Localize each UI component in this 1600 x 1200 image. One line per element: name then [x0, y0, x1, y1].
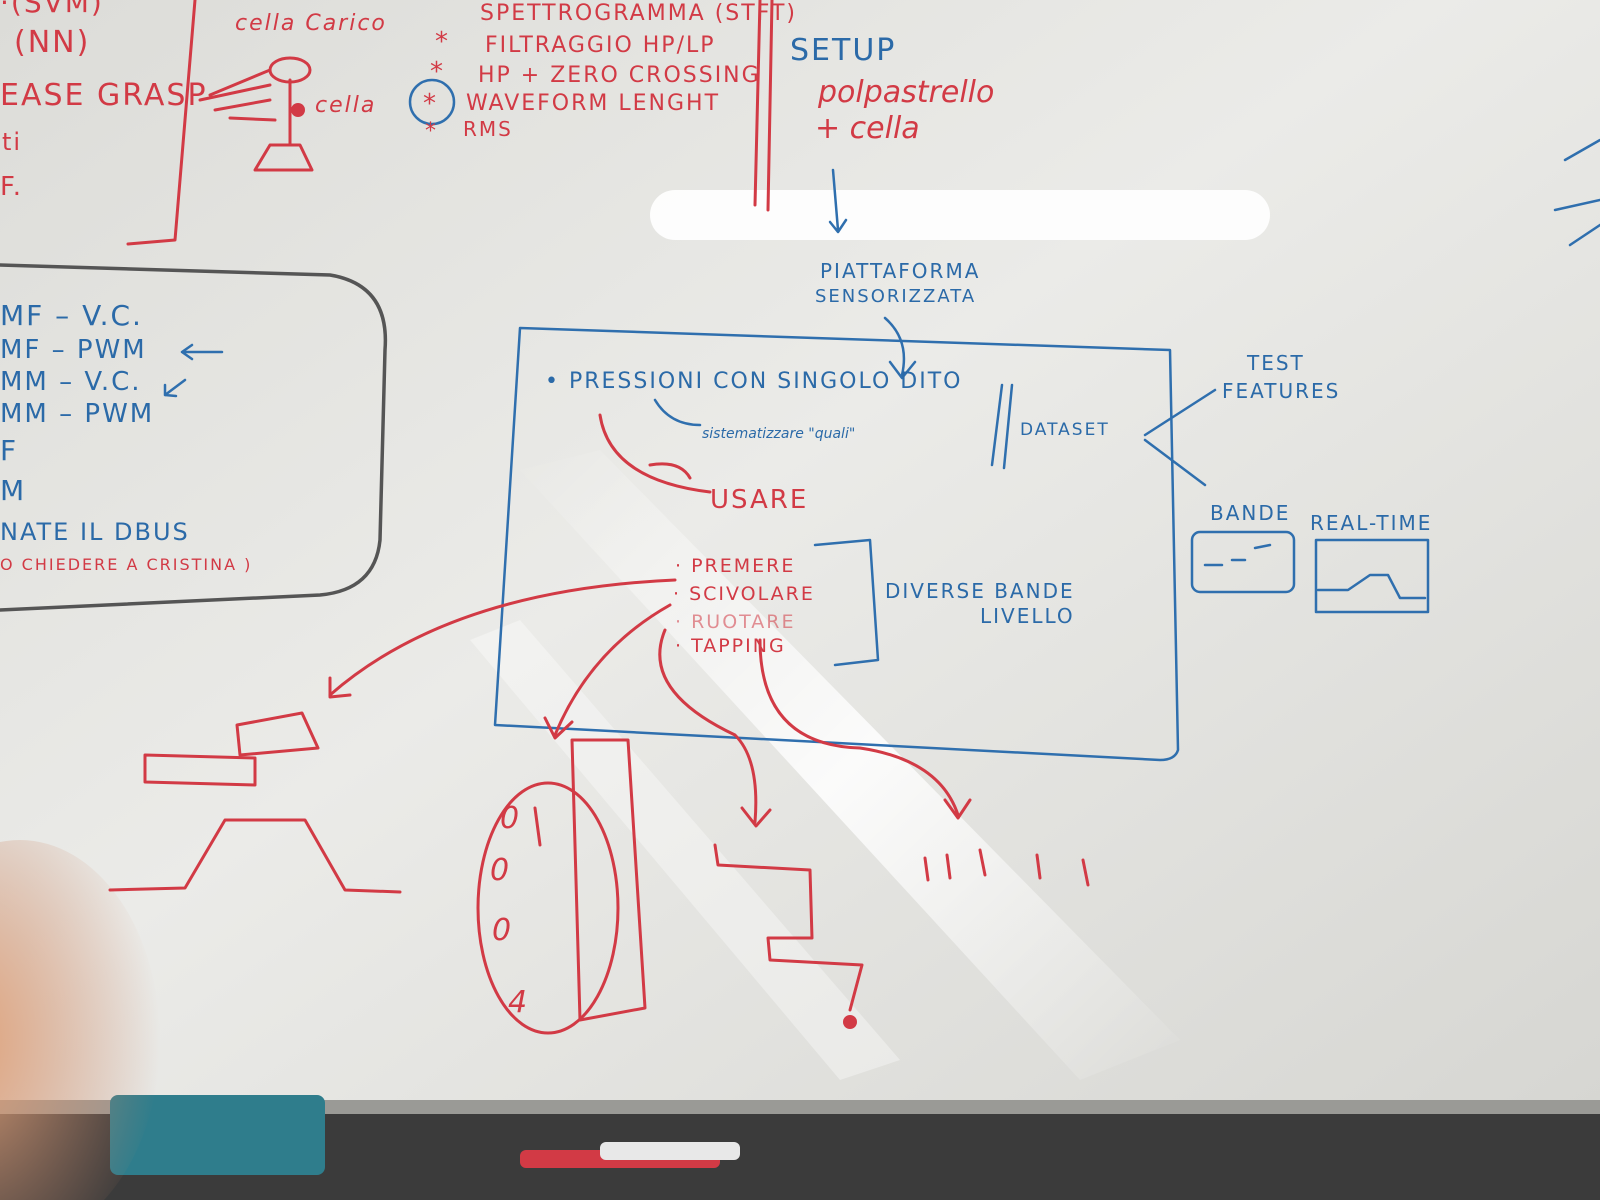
load-cell-title: cella Carico — [235, 11, 387, 36]
slide-digit: 0 — [490, 853, 509, 888]
arrow-left-icon — [180, 343, 224, 361]
left-line6: M — [0, 474, 26, 507]
rotate-end-dot — [843, 1015, 857, 1029]
window-glare — [520, 450, 1180, 1080]
proc-item2: FILTRAGGIO HP/LP — [485, 33, 716, 58]
asterisk-icon: * — [435, 27, 448, 57]
bande-sketch-lines — [1203, 543, 1272, 567]
realtime-sketch-box — [1314, 538, 1430, 614]
list-item-scivolare: · SCIVOLARE — [673, 583, 815, 605]
arrow-down-icon — [883, 316, 917, 380]
setup-line1: polpastrello — [817, 75, 994, 110]
marker-white — [600, 1142, 740, 1160]
press-profile-wave — [108, 818, 402, 894]
rotate-staircase — [713, 843, 864, 1012]
main-bullet1: • PRESSIONI CON SINGOLO DITO — [545, 369, 962, 394]
whiteboard-surface — [0, 0, 1600, 1120]
left-line1: MF – V.C. — [0, 299, 143, 332]
scribble — [648, 462, 692, 480]
test-line1: TEST — [1246, 351, 1305, 375]
arrow-usare — [598, 413, 712, 494]
tl-line4: ti — [2, 128, 22, 156]
left-line7: NATE IL DBUS — [0, 518, 190, 546]
left-notes-box — [0, 263, 388, 612]
asterisk-icon: * — [425, 119, 436, 144]
circled-asterisk-icon — [408, 78, 456, 126]
tl-line5: F. — [0, 172, 23, 202]
left-line3: MM – V.C. — [0, 367, 142, 397]
main-sub1: sistematizzare "quali" — [702, 426, 855, 442]
hatch-lines — [198, 68, 277, 122]
left-line5: F — [0, 434, 18, 467]
tl-divider — [126, 0, 197, 246]
arrow-scivolare — [543, 603, 672, 740]
press-block-1 — [143, 753, 257, 787]
level-label: LIVELLO — [980, 604, 1075, 628]
eraser — [110, 1095, 325, 1175]
proc-item3: HP + ZERO CROSSING — [478, 63, 761, 88]
tray-lip — [0, 1100, 1600, 1114]
slide-ellipse — [476, 781, 620, 1035]
load-cell-sensor-icon — [291, 103, 305, 117]
dataset-divider — [990, 383, 1014, 470]
main-box — [493, 326, 1180, 762]
slide-mark — [533, 806, 542, 847]
arrow-icon — [163, 378, 187, 398]
load-cell-base-icon — [253, 143, 314, 172]
left-line2: MF – PWM — [0, 335, 147, 365]
slide-digit: 0 — [500, 801, 519, 836]
left-line8: O CHIEDERE A CRISTINA ) — [0, 555, 252, 574]
branch-lines — [1143, 388, 1217, 487]
load-cell-label: cella — [315, 93, 376, 118]
bande-sketch-box — [1190, 530, 1296, 594]
edge-marks — [1553, 138, 1600, 247]
window-glare-2 — [470, 620, 900, 1080]
usare-label: USARE — [710, 485, 808, 515]
proc-item4: WAVEFORM LENGHT — [466, 91, 720, 116]
platform-line1: PIATTAFORMA — [820, 259, 980, 283]
arrow-tapping — [758, 638, 972, 820]
proc-item5: RMS — [463, 117, 513, 141]
tapping-ticks — [923, 848, 1090, 887]
list-item-premere: · PREMERE — [675, 555, 795, 577]
press-block-2 — [235, 711, 320, 757]
arrow-ruotare — [658, 628, 772, 828]
tl-line1: ·(SVM) — [0, 0, 104, 19]
list-item-tapping: · TAPPING — [675, 635, 786, 657]
arrow-icon — [653, 398, 702, 427]
bracket — [813, 538, 880, 667]
setup-title: SETUP — [790, 33, 896, 68]
tl-line3: EASE GRASP — [0, 78, 208, 113]
bands-label: DIVERSE BANDE — [885, 579, 1075, 603]
bande-label: BANDE — [1210, 501, 1290, 525]
platform-line2: SENSORIZZATA — [815, 286, 976, 307]
test-line2: FEATURES — [1222, 379, 1340, 403]
ceiling-light-reflection — [650, 190, 1270, 240]
slide-digit: 4 — [508, 985, 527, 1020]
slide-digit: 0 — [492, 913, 511, 948]
setup-line2: + cella — [815, 111, 920, 146]
arrow-down-icon — [828, 168, 848, 234]
left-line4: MM – PWM — [0, 399, 154, 429]
proc-item1: SPETTROGRAMMA (STFT) — [480, 1, 797, 26]
realtime-label: REAL-TIME — [1310, 511, 1432, 535]
asterisk-icon: * — [423, 89, 436, 119]
list-item-ruotare: · RUOTARE — [675, 611, 795, 633]
arrow-premere — [328, 578, 677, 699]
setup-divider — [753, 0, 774, 212]
realtime-sketch-wave — [1316, 573, 1427, 600]
dataset-label: DATASET — [1020, 420, 1110, 440]
thumb — [0, 840, 160, 1200]
slide-bar — [570, 738, 647, 1022]
tl-line2: (NN) — [14, 25, 90, 60]
